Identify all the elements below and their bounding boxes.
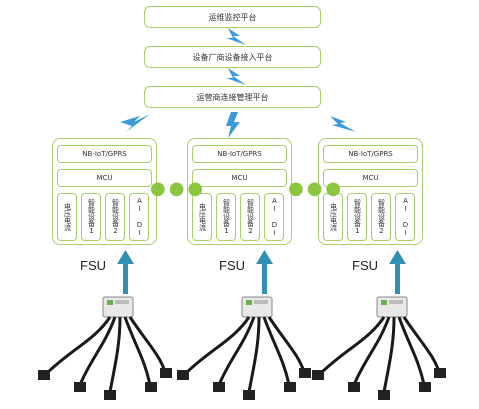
mcu-module: MCU — [57, 169, 152, 187]
meter-device-icon — [177, 296, 311, 400]
lightning-icon — [226, 112, 240, 138]
ai-di-module: AI DI — [395, 193, 415, 241]
module-label: 电压电流 — [329, 203, 338, 231]
module-label: 电压电流 — [63, 203, 72, 231]
module-label: 智能设备2 — [377, 199, 386, 235]
voltage-current-module: 电压电流 — [323, 193, 343, 241]
fsu-unit: NB-IoT/GPRS MCU 电压电流 智能设备1 智能设备2 AI DI — [318, 138, 423, 245]
up-arrow-icon — [389, 250, 406, 294]
smart-device-1-module: 智能设备1 — [216, 193, 236, 241]
up-arrow-icon — [256, 250, 273, 294]
module-label: 智能设备2 — [111, 199, 120, 235]
smart-device-1-module: 智能设备1 — [81, 193, 101, 241]
comm-label: NB-IoT/GPRS — [348, 150, 393, 158]
comm-label: NB-IoT/GPRS — [217, 150, 262, 158]
platform-label: 设备厂商设备接入平台 — [192, 52, 273, 62]
mcu-module: MCU — [323, 169, 418, 187]
smart-device-2-module: 智能设备2 — [240, 193, 260, 241]
ai-di-module: AI DI — [264, 193, 284, 241]
module-label: 智能设备1 — [222, 199, 231, 235]
ellipsis-separator: ●●● — [288, 178, 345, 199]
meter-device-icon — [312, 296, 446, 400]
meter-device-icon — [38, 296, 172, 400]
mcu-label: MCU — [96, 174, 113, 182]
ai-di-module: AI DI — [129, 193, 149, 241]
fsu-label: FSU — [219, 258, 245, 273]
mcu-label: MCU — [231, 174, 248, 182]
module-label: AI DI — [270, 197, 279, 237]
platform-label: 运营商连接管理平台 — [196, 92, 269, 102]
smart-device-1-module: 智能设备1 — [347, 193, 367, 241]
platform-carrier-connect: 运营商连接管理平台 — [144, 86, 321, 108]
platform-vendor-access: 设备厂商设备接入平台 — [144, 46, 321, 68]
lightning-icon — [330, 116, 356, 132]
smart-device-2-module: 智能设备2 — [371, 193, 391, 241]
platform-ops-monitor: 运维监控平台 — [144, 6, 321, 28]
comm-module: NB-IoT/GPRS — [57, 145, 152, 163]
comm-label: NB-IoT/GPRS — [82, 150, 127, 158]
fsu-unit: NB-IoT/GPRS MCU 电压电流 智能设备1 智能设备2 AI DI — [52, 138, 157, 245]
module-label: 智能设备1 — [353, 199, 362, 235]
module-label: 电压电流 — [198, 203, 207, 231]
voltage-current-module: 电压电流 — [192, 193, 212, 241]
lightning-icon — [120, 114, 150, 132]
up-arrow-icon — [117, 250, 134, 294]
voltage-current-module: 电压电流 — [57, 193, 77, 241]
comm-module: NB-IoT/GPRS — [192, 145, 287, 163]
module-label: AI DI — [135, 197, 144, 237]
comm-module: NB-IoT/GPRS — [323, 145, 418, 163]
ellipsis-separator: ●●● — [150, 178, 207, 199]
module-label: 智能设备2 — [246, 199, 255, 235]
lightning-icon — [226, 68, 246, 85]
smart-device-2-module: 智能设备2 — [105, 193, 125, 241]
mcu-label: MCU — [362, 174, 379, 182]
module-label: 智能设备1 — [87, 199, 96, 235]
module-label: AI DI — [401, 197, 410, 237]
fsu-label: FSU — [80, 258, 106, 273]
fsu-label: FSU — [352, 258, 378, 273]
fsu-unit: NB-IoT/GPRS MCU 电压电流 智能设备1 智能设备2 AI DI — [187, 138, 292, 245]
lightning-icon — [226, 28, 246, 45]
mcu-module: MCU — [192, 169, 287, 187]
platform-label: 运维监控平台 — [208, 12, 257, 22]
